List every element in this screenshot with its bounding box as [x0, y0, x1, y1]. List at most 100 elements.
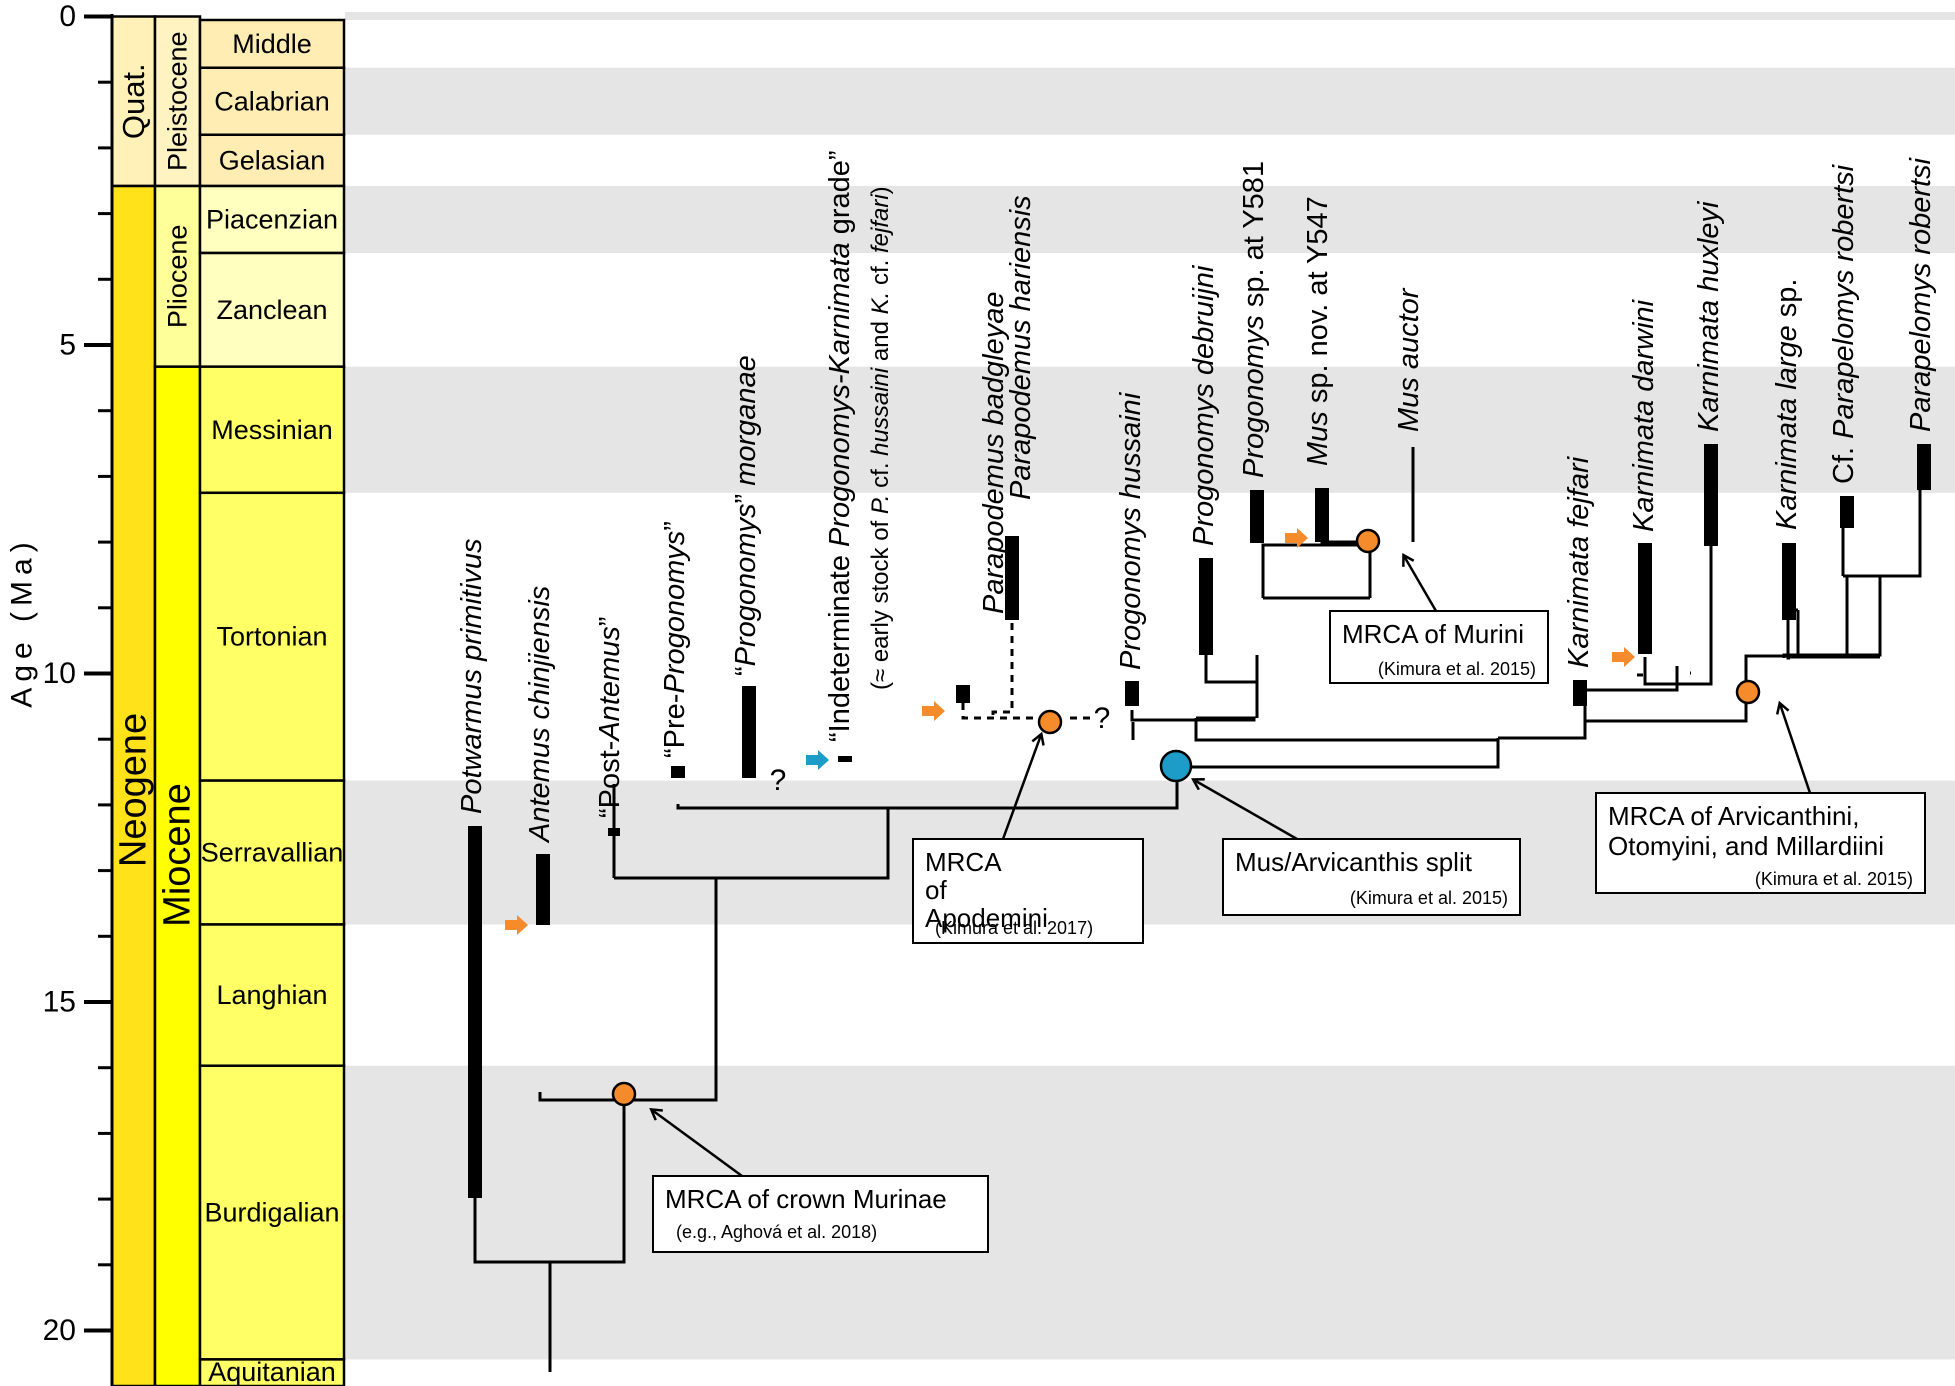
stratigraphic-ranges — [468, 444, 1931, 1198]
age-label: Messinian — [211, 415, 333, 445]
taxon-name-italic: Karnimata huxleyi — [1693, 200, 1725, 432]
callout-arrow — [1780, 704, 1812, 794]
age-block — [198, 251, 346, 368]
branch — [676, 764, 1179, 810]
taxon-label-large: Karnimata large sp. — [1771, 279, 1803, 530]
arrow-markers — [505, 528, 1635, 935]
branch — [1643, 446, 1713, 686]
range-y581 — [1250, 490, 1264, 543]
orange-marker-arrow — [922, 701, 945, 721]
range-morganae — [742, 686, 756, 778]
callout-reference-split: (Kimura et al. 2015) — [1350, 888, 1508, 908]
taxon-name-text: and — [867, 314, 894, 367]
age-label: Aquitanian — [208, 1357, 336, 1386]
background-bands — [345, 12, 1955, 1360]
age-label: Gelasian — [219, 145, 326, 175]
taxon-name-italic: hussaini — [867, 367, 894, 456]
branch — [1498, 721, 1587, 740]
callout-box-arvicanthini — [1595, 792, 1926, 894]
epoch-label: Pleistocene — [163, 31, 193, 171]
branch — [1744, 576, 1882, 680]
node-apodemini — [1037, 709, 1063, 735]
range-large — [1782, 543, 1796, 620]
callout-text-apodemini: MRCA — [925, 847, 1002, 877]
band — [345, 67, 1955, 135]
branch — [991, 623, 1014, 718]
callout-reference-murini: (Kimura et al. 2015) — [1378, 659, 1536, 679]
taxon-name-italic: Mus — [1302, 411, 1334, 466]
range-potwarmus — [468, 826, 482, 1198]
age-label: Zanclean — [216, 295, 327, 325]
taxon-name-text: “Post- — [594, 741, 626, 818]
orange-marker-arrow — [1285, 528, 1308, 548]
range-indeterminate — [838, 756, 852, 762]
range-huxleyi — [1704, 444, 1718, 546]
callout-box-murini — [1329, 610, 1549, 684]
callout-arrow — [652, 1110, 743, 1178]
epoch-label: Pliocene — [163, 225, 193, 329]
taxon-name-italic: Parapodemus badgleyae — [978, 292, 1010, 614]
age-block — [198, 923, 346, 1067]
taxon-name-italic: Parapelomys robertsi — [1905, 156, 1937, 432]
branch — [1585, 695, 1748, 723]
taxon-name-italic: Parapodemus hariensis — [1005, 195, 1037, 500]
range-badgleyae — [956, 685, 970, 703]
taxon-name-italic: Progonomys-Karnimata — [824, 242, 856, 547]
range-darwini — [1638, 543, 1652, 654]
taxon-label-antemus: Antemus chinjiensis — [524, 586, 556, 844]
branch — [961, 703, 1048, 720]
taxon-name-italic: fejfari — [867, 194, 894, 253]
callout-arrow — [1001, 735, 1041, 840]
era-label: Quat. — [116, 63, 151, 139]
taxon-label-morganae: “Progonomys” morganae — [730, 355, 762, 676]
taxon-name-italic: Progonomys — [1238, 315, 1270, 478]
taxon-label-auctor: Mus auctor — [1393, 287, 1425, 432]
range-post-antemus — [608, 828, 620, 836]
branch — [1130, 710, 1256, 722]
taxon-name-italic: Progonomys hussaini — [1115, 391, 1147, 670]
taxon-name-italic: Progonomys — [730, 504, 762, 667]
age-label: Piacenzian — [206, 205, 338, 235]
taxon-name-text: ” — [730, 486, 762, 504]
phylogenetic-tree — [473, 446, 1922, 1372]
taxon-name-text: “Indeterminate — [824, 547, 856, 742]
tick-label: 20 — [43, 1314, 76, 1347]
taxon-label-y547: Mus sp. nov. at Y547 — [1302, 196, 1334, 466]
range-hariensis — [1005, 536, 1019, 620]
age-block — [198, 365, 346, 495]
taxon-label-cf-robertsi: Cf. Parapelomys robertsi — [1828, 163, 1860, 484]
taxon-name-text: cf. — [867, 456, 894, 495]
taxon-name-text: grade” — [824, 150, 856, 242]
age-block — [198, 491, 346, 782]
callout-text-crown: MRCA of crown Murinae — [665, 1184, 947, 1214]
taxon-label-huxleyi: Karnimata huxleyi — [1693, 200, 1725, 432]
age-label: Calabrian — [214, 86, 330, 116]
taxon-name-italic: Parapelomys robertsi — [1828, 163, 1860, 439]
branch — [473, 1100, 626, 1264]
epoch-block — [153, 184, 202, 368]
age-label: Tortonian — [216, 622, 327, 652]
node-crown-murinae — [611, 1081, 637, 1107]
band — [345, 186, 1955, 254]
taxon-name-text: ” — [594, 617, 626, 627]
taxon-name-text: cf. — [867, 253, 894, 292]
callout-arrow — [1194, 780, 1298, 841]
node-mus-arvicanthis-split — [1159, 749, 1193, 783]
taxon-label-hariensis: Parapodemus hariensis — [1005, 195, 1037, 500]
branch — [1194, 720, 1500, 764]
taxon-name-italic: Karnimata large — [1771, 325, 1803, 530]
range-fejfari — [1573, 680, 1587, 706]
range-debruijni — [1199, 558, 1213, 655]
callout-text-apodemini: Apodemini — [925, 903, 1048, 933]
branch — [1261, 542, 1372, 598]
tick-label: 15 — [43, 986, 76, 1019]
taxon-name-italic: morganae — [730, 355, 762, 486]
taxon-name-text: sp. — [1771, 279, 1803, 326]
node-arvicanthini — [1735, 679, 1761, 705]
tick-label: 0 — [59, 0, 76, 33]
epoch-block — [153, 15, 202, 188]
orange-marker-arrow — [505, 915, 528, 935]
